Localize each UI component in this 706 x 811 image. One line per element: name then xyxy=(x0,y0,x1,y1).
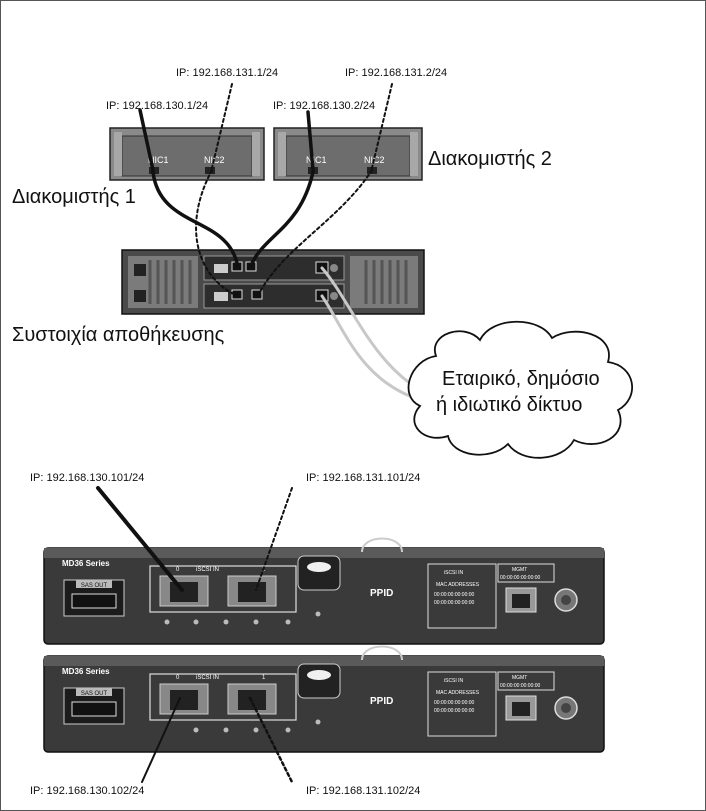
ctrl1-title: MD36 Series xyxy=(62,667,110,676)
ctrl0-mac-title: MAC ADDRESSES xyxy=(436,582,480,588)
ctrl0-title: MD36 Series xyxy=(62,559,110,568)
ctrl0-mac-1: 00:00:00:00:00:00 xyxy=(434,600,475,606)
cloud-line-1: Εταιρικό, δημόσιο xyxy=(442,368,600,390)
storage-label: Συστοιχία αποθήκευσης xyxy=(12,324,225,346)
ctrl1-ppid: PPID xyxy=(370,696,393,707)
controller-0: MD36 Series SAS OUT iSCSI IN 0 1 PPID iS… xyxy=(43,537,605,645)
cloud-line-2: ή ιδιωτικό δίκτυο xyxy=(436,394,582,416)
server-2: NIC1 NIC2 xyxy=(273,127,423,181)
ctrl1-sas-out: SAS OUT xyxy=(81,691,108,697)
ctrl1-mac-1: 00:00:00:00:00:00 xyxy=(434,708,475,714)
ip-label-server2-nic2: IP: 192.168.131.2/24 xyxy=(345,67,447,79)
ctrl1-mgmt: MGMT xyxy=(512,675,527,681)
ctrl1-mac-0: 00:00:00:00:00:00 xyxy=(434,700,475,706)
server2-label: Διακομιστής 2 xyxy=(428,148,552,170)
ip-label-server1-nic1: IP: 192.168.130.1/24 xyxy=(106,100,208,112)
ctrl1-mgmt-mac: 00:00:00:00:00:00 xyxy=(500,683,541,689)
ctrl1-iscsi-in: iSCSI IN xyxy=(196,675,219,681)
ctrl0-mgmt-mac: 00:00:00:00:00:00 xyxy=(500,575,541,581)
server-1: NIC1 NIC2 xyxy=(109,127,265,181)
controller-1: MD36 Series SAS OUT iSCSI IN 0 1 PPID iS… xyxy=(43,645,605,753)
ip-label-ctrl1-port1: IP: 192.168.131.102/24 xyxy=(306,785,420,797)
ctrl1-port1-num: 1 xyxy=(262,675,266,681)
storage-array xyxy=(121,249,425,315)
server1-label: Διακομιστής 1 xyxy=(12,186,136,208)
ctrl1-mac-title: MAC ADDRESSES xyxy=(436,690,480,696)
ctrl0-mac-0: 00:00:00:00:00:00 xyxy=(434,592,475,598)
ctrl0-ppid: PPID xyxy=(370,588,393,599)
ctrl0-mgmt: MGMT xyxy=(512,567,527,573)
ip-label-server2-nic1: IP: 192.168.130.2/24 xyxy=(273,100,375,112)
ctrl0-iscsi-in: iSCSI IN xyxy=(196,567,219,573)
ctrl0-iscsi-in-mac: iSCSI IN xyxy=(444,570,464,576)
network-cloud: Εταιρικό, δημόσιο ή ιδιωτικό δίκτυο xyxy=(407,320,633,459)
ctrl1-port0-num: 0 xyxy=(176,675,180,681)
ip-label-ctrl0-port0: IP: 192.168.130.101/24 xyxy=(30,472,144,484)
server2-nic1-label: NIC1 xyxy=(306,155,327,165)
bottom-cables xyxy=(96,486,294,784)
ctrl0-sas-out: SAS OUT xyxy=(81,583,108,589)
top-cables xyxy=(138,83,422,402)
ctrl0-port0-num: 0 xyxy=(176,567,180,573)
server1-nic1-label: NIC1 xyxy=(148,155,169,165)
ip-label-ctrl0-port1: IP: 192.168.131.101/24 xyxy=(306,472,420,484)
ip-label-ctrl1-port0: IP: 192.168.130.102/24 xyxy=(30,785,144,797)
ctrl1-iscsi-in-mac: iSCSI IN xyxy=(444,678,464,684)
ip-label-server1-nic2: IP: 192.168.131.1/24 xyxy=(176,67,278,79)
